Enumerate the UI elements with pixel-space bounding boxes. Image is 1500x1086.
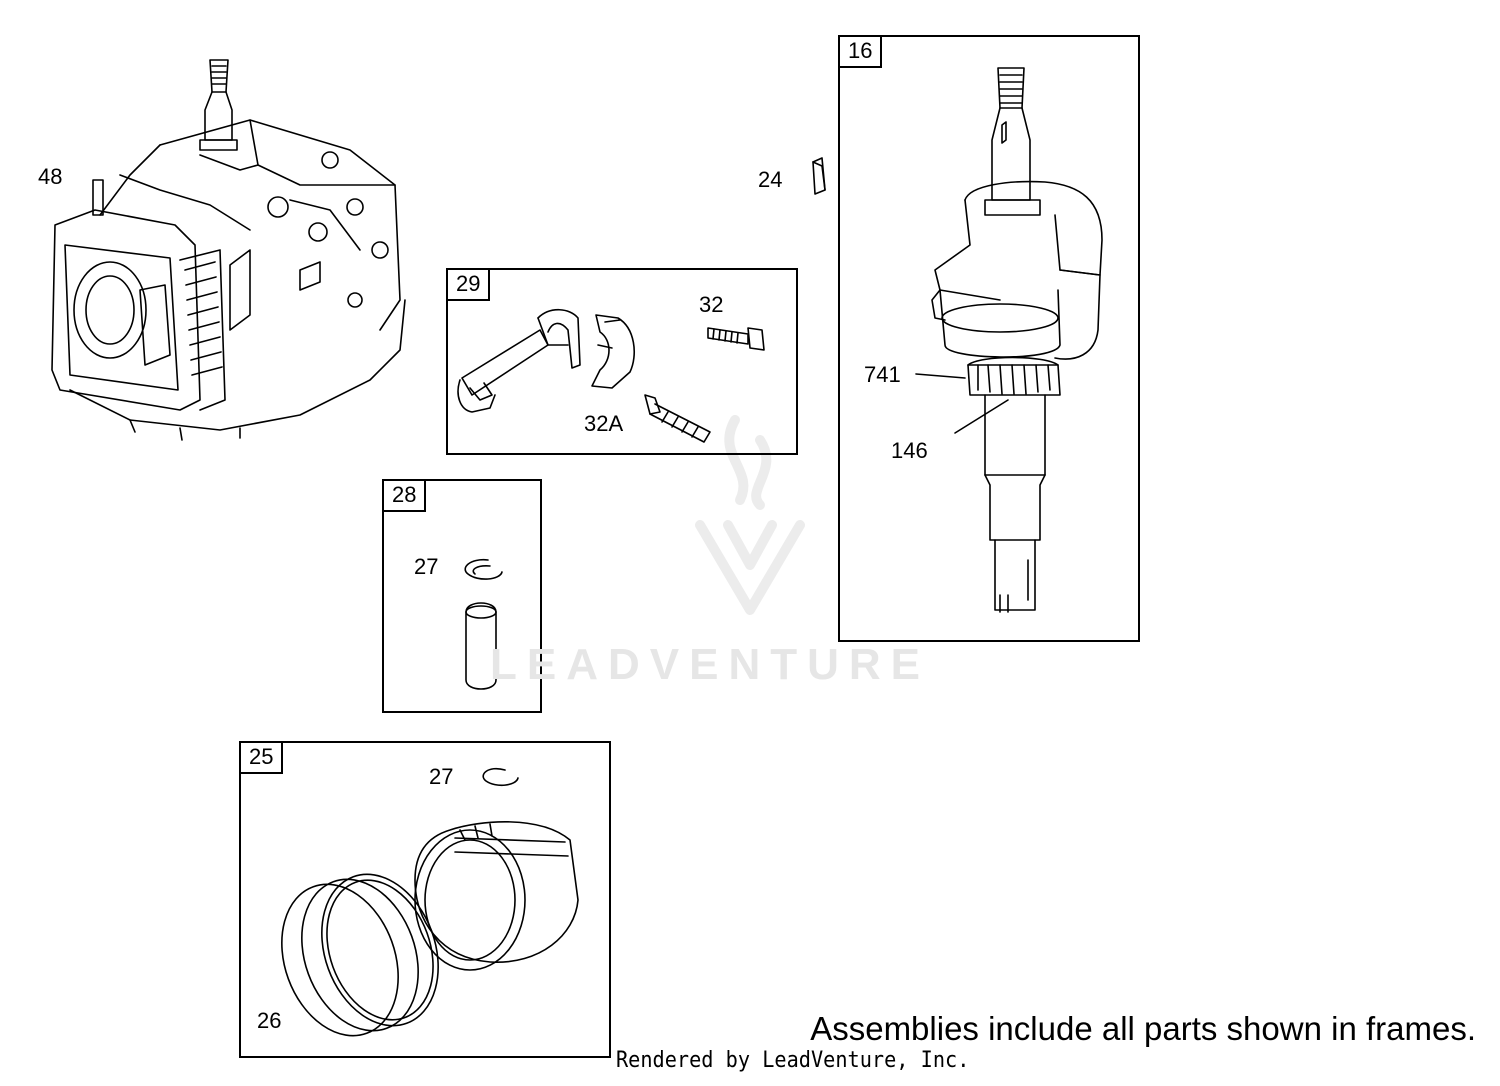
key-drawing	[812, 157, 826, 195]
callout-screw-long[interactable]: 32A	[584, 411, 624, 436]
connecting-rod-drawing	[457, 308, 636, 413]
piston-rings-drawing	[281, 873, 439, 1037]
crankshaft-drawing	[931, 67, 1103, 613]
screw-drawing	[707, 327, 765, 351]
frame-connecting-rod: 29	[446, 268, 798, 455]
frame-tag[interactable]: 29	[448, 270, 491, 301]
callout-gear[interactable]: 146	[891, 438, 928, 463]
callout-retainer-piston[interactable]: 27	[429, 764, 454, 789]
render-credit: Rendered by LeadVenture, Inc.	[616, 1048, 970, 1073]
leader-lines	[915, 373, 1009, 434]
callout-gear-pin[interactable]: 741	[864, 362, 901, 387]
frame-crankshaft: 16	[838, 35, 1140, 642]
piston-pin-drawing	[464, 558, 503, 690]
frame-tag[interactable]: 16	[840, 37, 883, 68]
callout-key[interactable]: 24	[758, 167, 783, 192]
frame-piston: 25	[239, 741, 611, 1058]
frame-tag[interactable]: 28	[384, 481, 427, 512]
watermark-text: LEADVENTURE	[490, 640, 931, 689]
frame-piston-pin: 28	[382, 479, 542, 713]
frame-tag[interactable]: 25	[241, 743, 284, 774]
cylinder-block-drawing	[51, 59, 406, 441]
assemblies-note: Assemblies include all parts shown in fr…	[810, 1010, 1476, 1047]
callout-cylinder[interactable]: 48	[38, 164, 63, 189]
callout-screw[interactable]: 32	[699, 292, 724, 317]
watermark-logo	[695, 415, 805, 615]
callout-retainer-pin[interactable]: 27	[414, 554, 439, 579]
callout-rings[interactable]: 26	[257, 1008, 282, 1033]
screw-long-drawing	[644, 394, 711, 443]
